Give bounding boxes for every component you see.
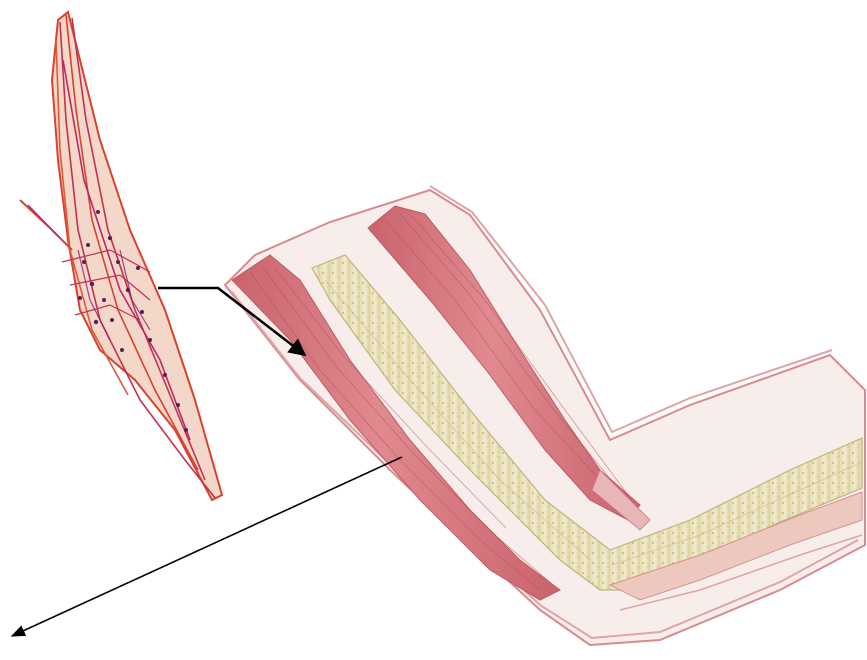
muscle-fiber-bundle bbox=[20, 12, 222, 500]
fiber-bundle-body bbox=[52, 12, 222, 500]
arm-illustration bbox=[225, 186, 865, 645]
